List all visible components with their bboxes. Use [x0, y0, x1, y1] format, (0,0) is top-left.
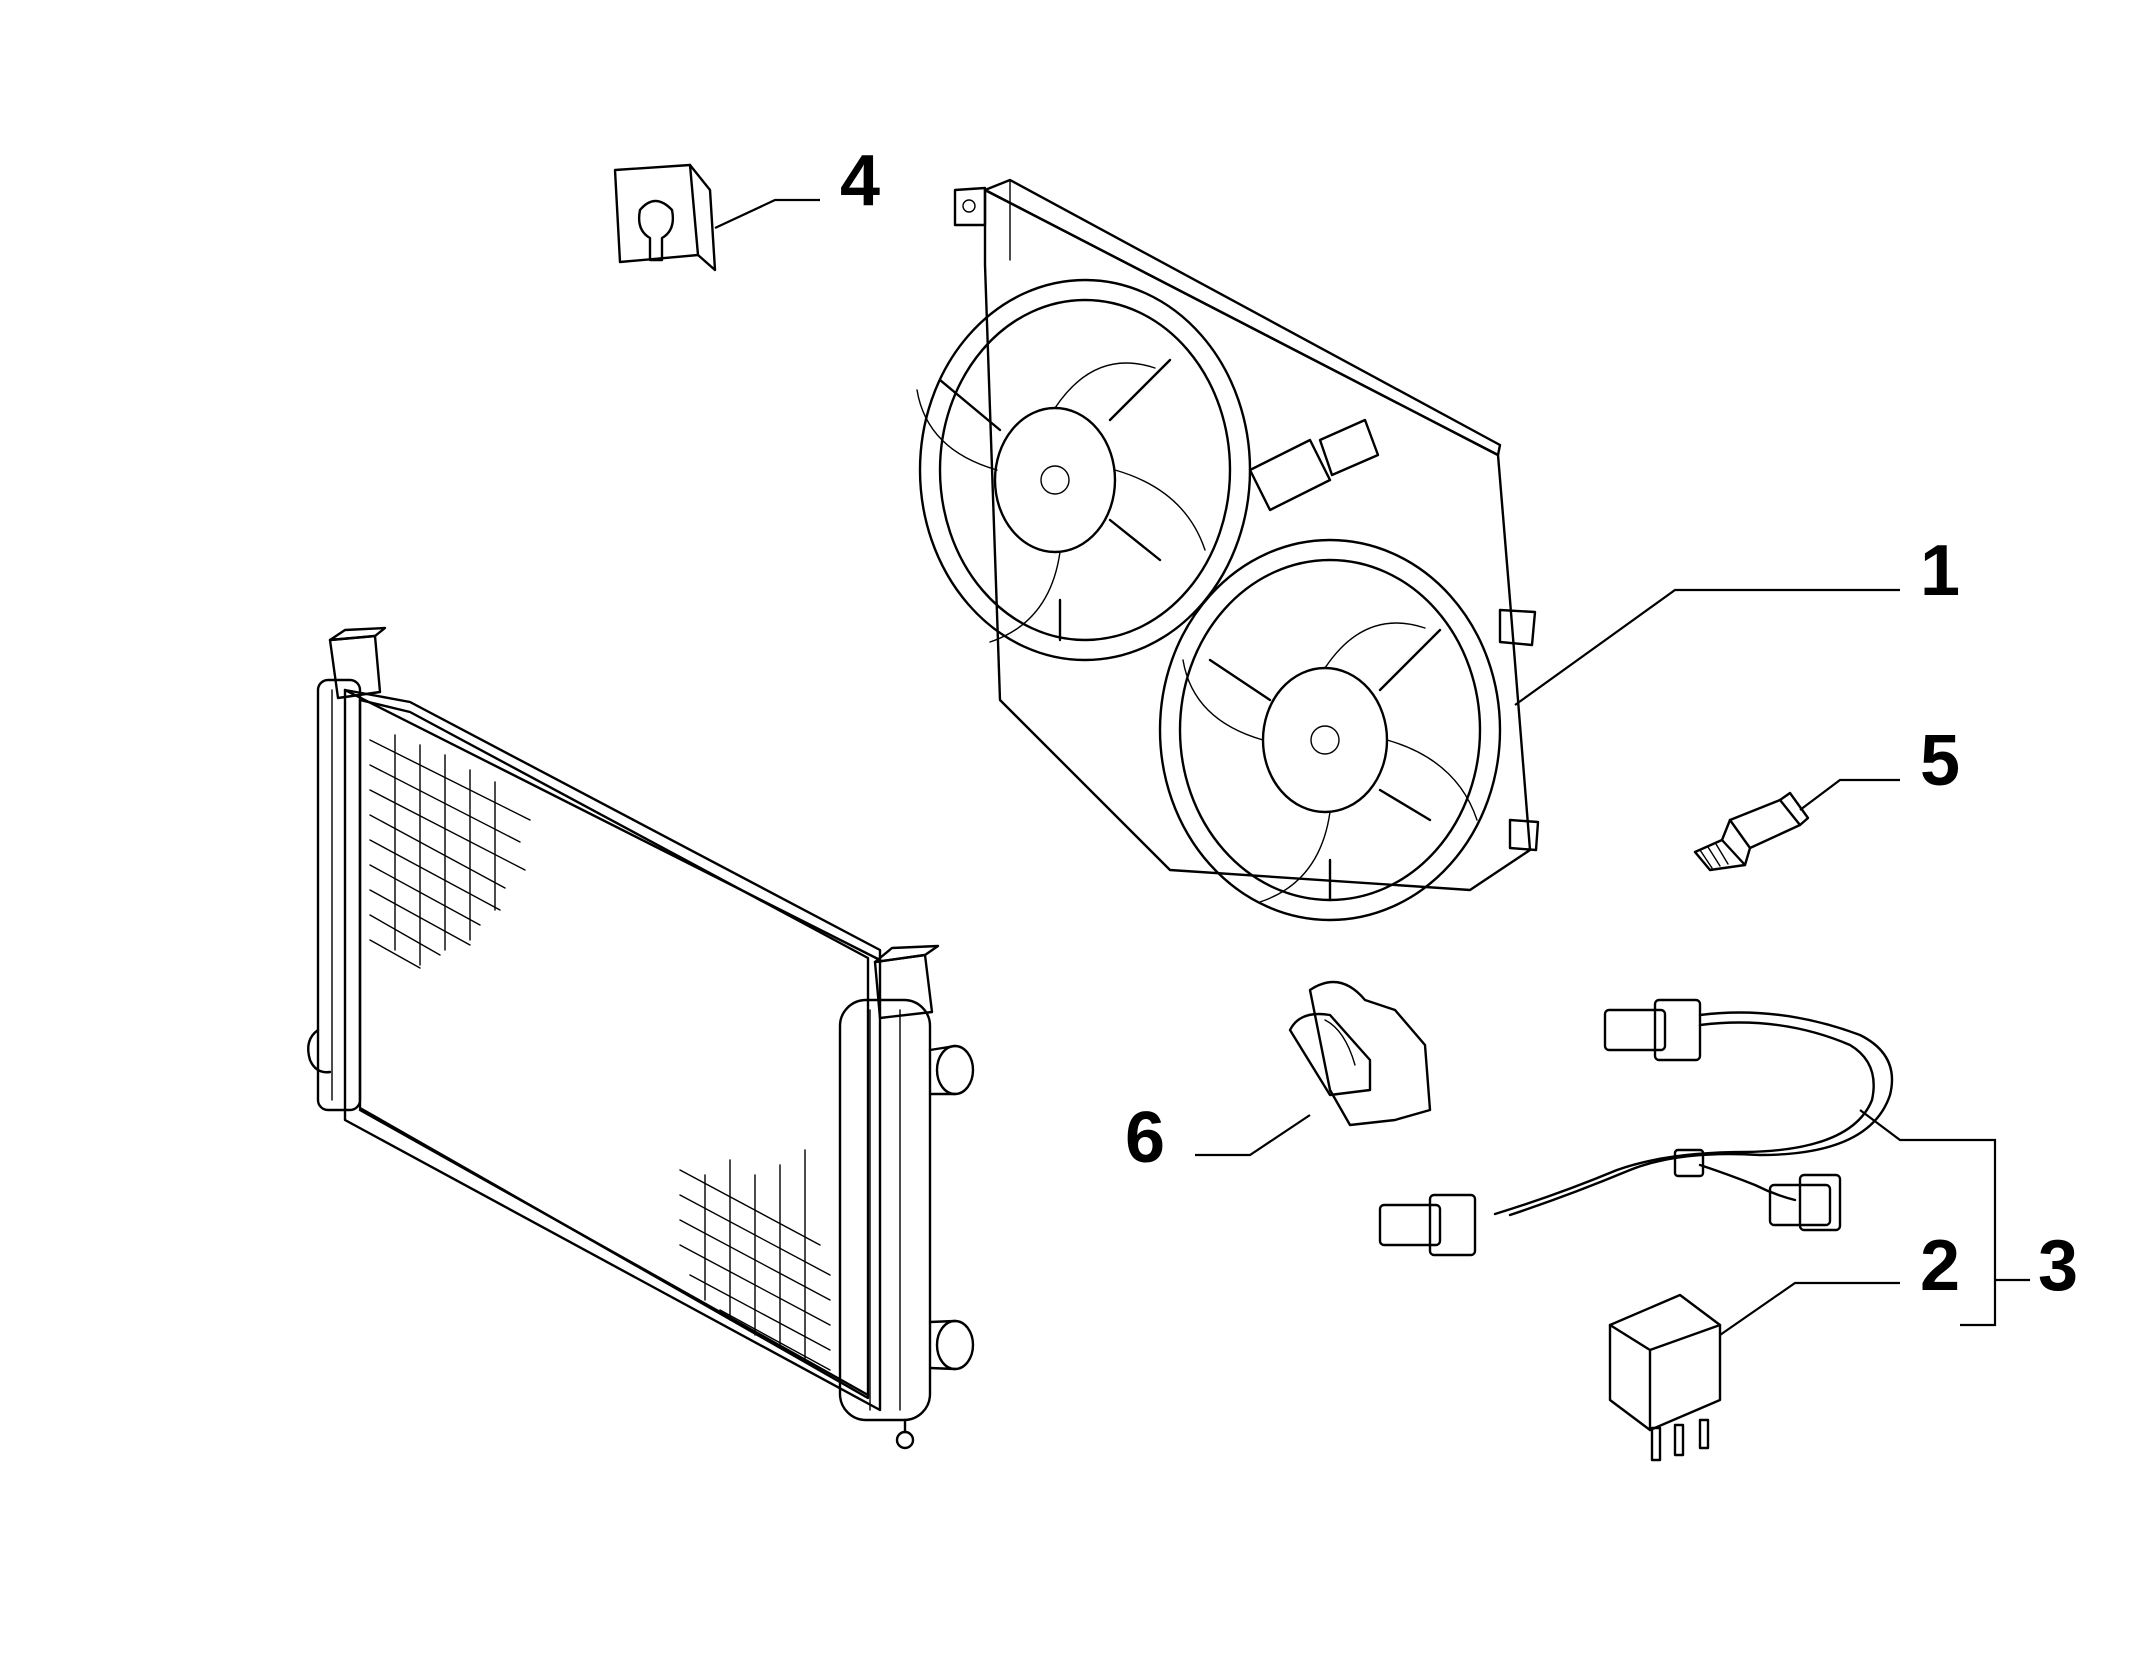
leader-5 [1799, 778, 1900, 811]
callout-5: 5 [1920, 721, 1960, 801]
callout-2: 2 [1920, 1226, 1960, 1306]
wiring-harness [1378, 998, 1894, 1257]
leader-4 [714, 198, 820, 229]
clip-nut [613, 163, 717, 272]
callout-1: 1 [1920, 531, 1960, 611]
callout-6: 6 [1125, 1098, 1165, 1178]
bracket-3 [1859, 1109, 1997, 1327]
callout-3: 3 [2038, 1226, 2078, 1306]
leader-6 [1195, 1114, 1311, 1157]
hose-holder-clip [1288, 980, 1432, 1127]
leader-2 [1719, 1281, 1900, 1336]
leader-lines [714, 198, 2030, 1336]
radiator [307, 626, 975, 1450]
fan-shroud-assembly [916, 178, 1540, 922]
screw [1693, 791, 1810, 872]
callout-4: 4 [840, 141, 880, 221]
relay [1608, 1293, 1722, 1462]
leader-1 [1514, 588, 1900, 706]
